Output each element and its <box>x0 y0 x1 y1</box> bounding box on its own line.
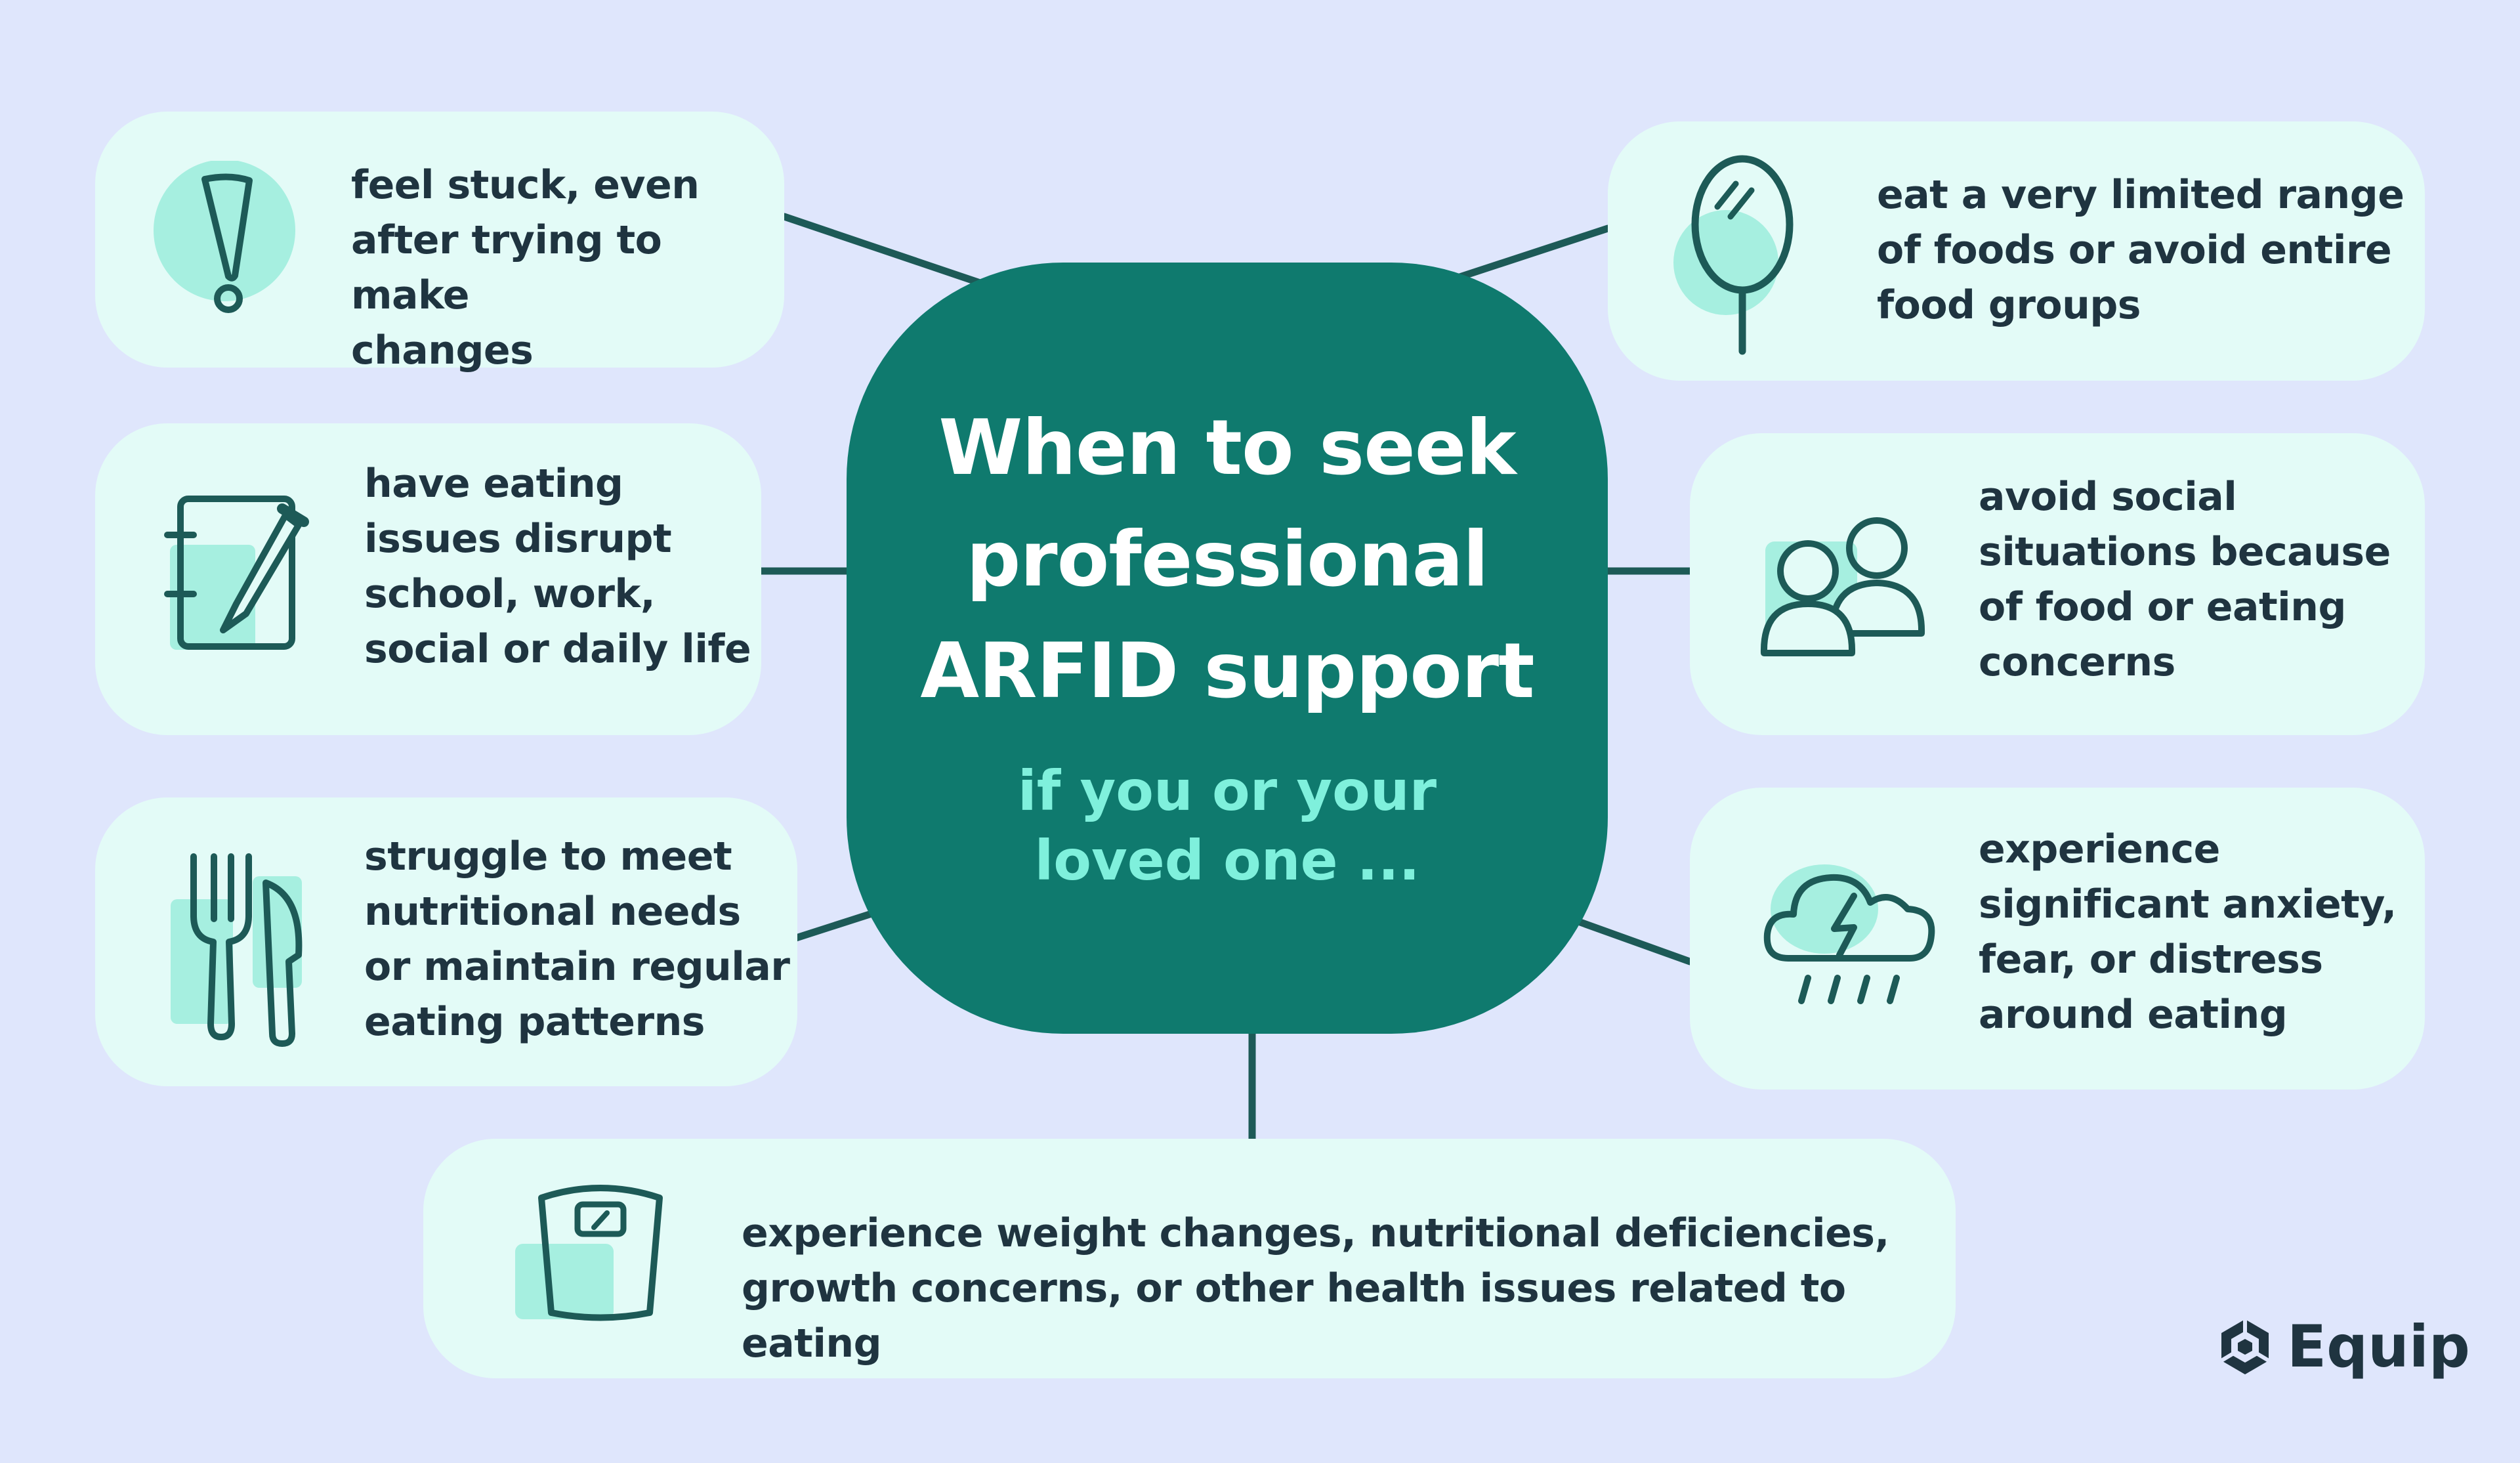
card-feel-stuck: feel stuck, even after trying to make ch… <box>95 112 784 373</box>
center-hub: When to seek professional ARFID support … <box>847 263 1608 1034</box>
weight-scale-icon <box>515 1185 663 1321</box>
card-text: struggle to meet nutritional needs or ma… <box>364 834 790 1045</box>
storm-cloud-icon <box>1763 864 1935 1004</box>
notebook-pencil-icon <box>164 496 309 650</box>
connector-line <box>1440 224 1612 286</box>
hand-mirror-icon <box>1673 155 1794 355</box>
connector-line <box>1558 912 1694 965</box>
card-limited-foods: eat a very limited range of foods or avo… <box>1608 121 2425 381</box>
card-social-avoidance: avoid social situations because of food … <box>1690 433 2425 735</box>
card-health-issues: experience weight changes, nutritional d… <box>423 1139 1956 1378</box>
connector-line <box>780 213 1001 293</box>
fork-knife-icon <box>171 853 303 1047</box>
hub-subtitle: if you or your loved one ... <box>1017 759 1437 893</box>
card-text: avoid social situations because of food … <box>1979 474 2391 685</box>
card-text: experience weight changes, nutritional d… <box>742 1210 1889 1367</box>
two-people-icon <box>1760 517 1925 656</box>
brand-logo: Equip <box>2215 1313 2470 1380</box>
card-nutritional-needs: struggle to meet nutritional needs or ma… <box>95 797 797 1086</box>
exclamation-icon <box>154 161 295 313</box>
card-text: feel stuck, even after trying to make ch… <box>351 162 700 373</box>
hub-title: When to seek professional ARFID support <box>920 404 1534 715</box>
card-text: have eating issues disrupt school, work,… <box>364 461 751 672</box>
card-anxiety: experience significant anxiety, fear, or… <box>1690 788 2425 1090</box>
card-daily-life-disruption: have eating issues disrupt school, work,… <box>95 423 761 735</box>
card-text: eat a very limited range of foods or avo… <box>1877 172 2404 328</box>
equip-logo-icon <box>2220 1319 2270 1374</box>
brand-name: Equip <box>2287 1313 2470 1380</box>
card-text: experience significant anxiety, fear, or… <box>1979 826 2397 1038</box>
